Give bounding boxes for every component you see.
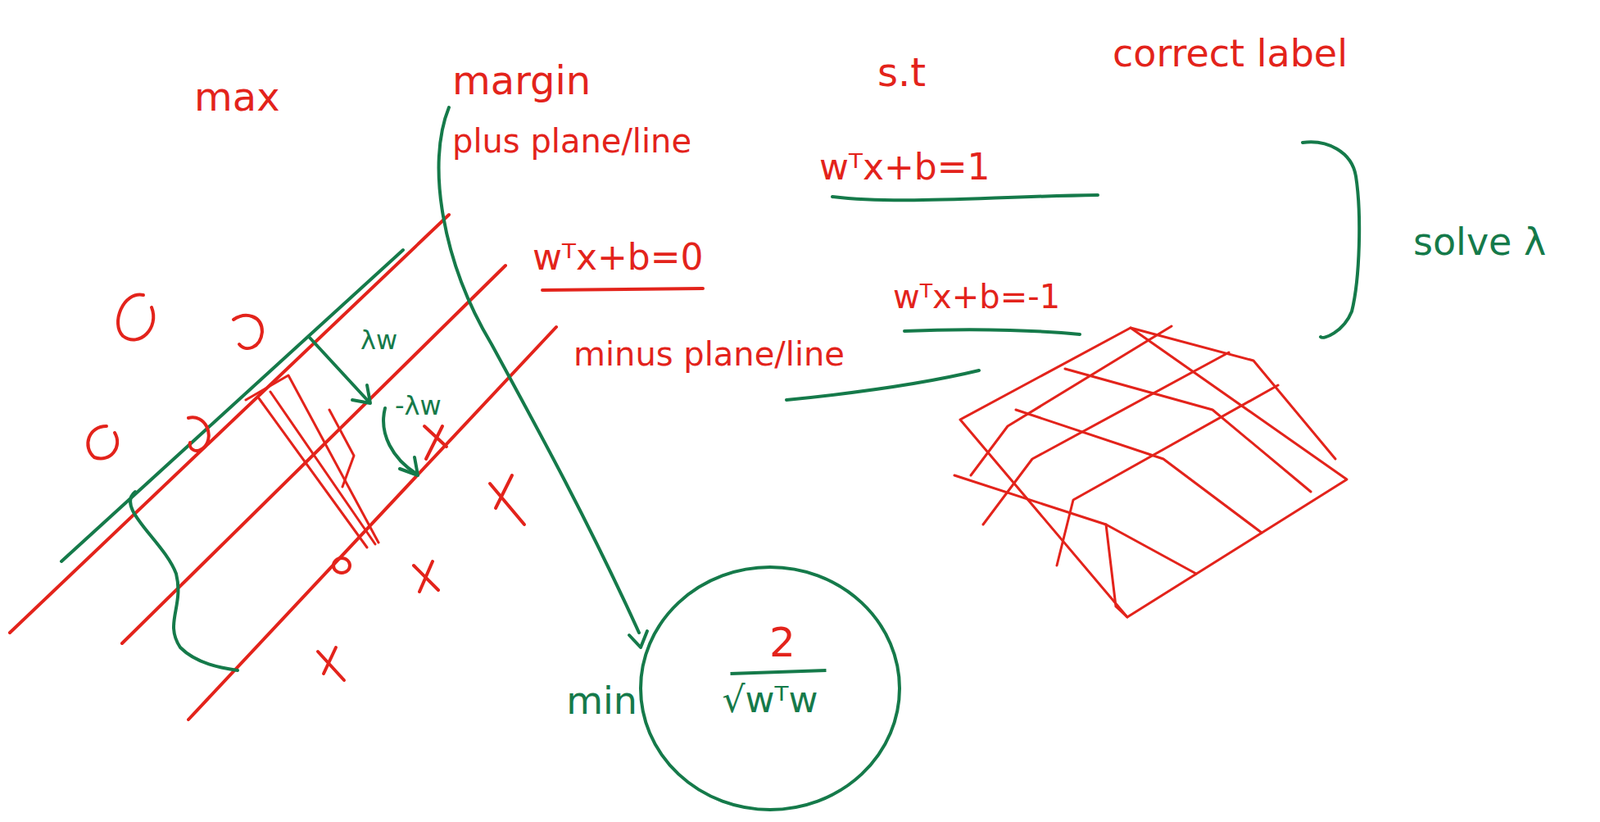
fraction-text: 2 — [769, 620, 796, 666]
annotation-label: -λw — [394, 391, 442, 421]
margin-construction — [245, 375, 379, 548]
annotation-label: wᵀx+b=1 — [819, 147, 991, 187]
surface-wireframe — [954, 326, 1347, 617]
objective-circle: min 2 √wᵀw — [507, 557, 918, 820]
annotation-label: wᵀx+b=-1 — [892, 278, 1061, 315]
annotation-label: λw — [360, 326, 398, 355]
leader-head — [629, 630, 648, 648]
annotation-label: correct label — [1112, 32, 1348, 75]
annotation-label: s.t — [877, 50, 926, 95]
underline-red — [542, 288, 703, 291]
fraction-text: √wᵀw — [722, 679, 819, 720]
annotation-label: minus plane/line — [573, 335, 845, 372]
fraction-bar — [730, 670, 827, 674]
annotation-label: plus plane/line — [452, 122, 692, 159]
margin-brace — [130, 491, 238, 671]
annotation-label: solve λ — [1413, 221, 1546, 263]
constraint-brace — [1302, 141, 1360, 337]
annotation-label: max — [194, 75, 281, 119]
objective-label: min — [566, 679, 638, 722]
support-line — [61, 249, 404, 562]
hyperplanes — [9, 214, 557, 720]
annotation-label: margin — [452, 58, 591, 103]
class-crosses — [317, 426, 525, 680]
annotation-label: wᵀx+b=0 — [532, 237, 704, 277]
